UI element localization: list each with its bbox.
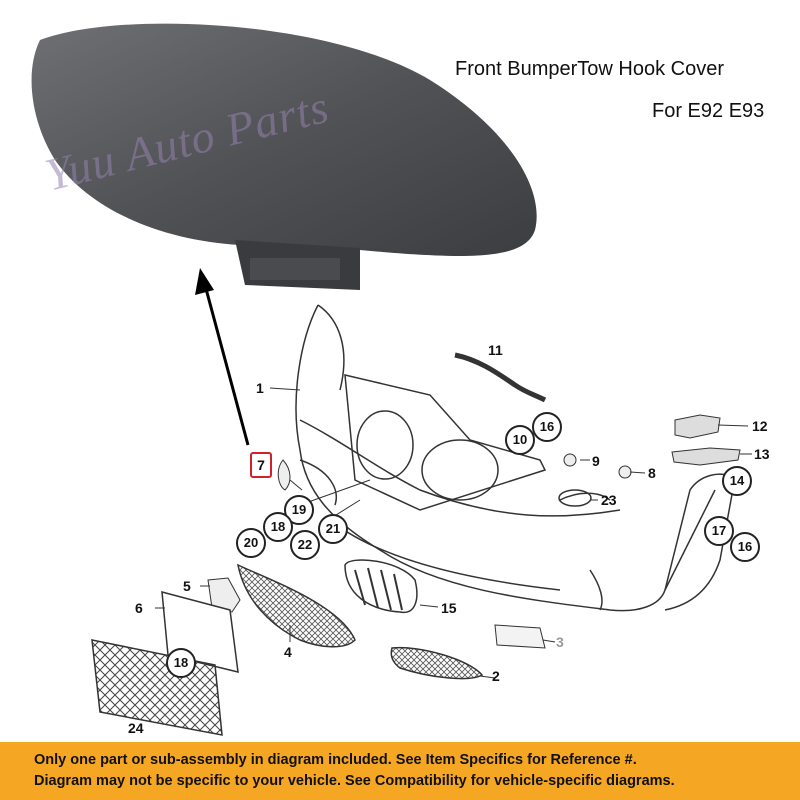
part-5-bracket (207, 577, 241, 613)
callout-21: 21 (318, 514, 348, 544)
part-15-kidney-grille (344, 559, 418, 614)
pointer-arrow (195, 268, 250, 446)
part-2-grille (390, 646, 484, 680)
tow-hook-cover-image (31, 23, 537, 290)
part-11-strip (454, 352, 547, 403)
part-13-bracket (671, 447, 741, 466)
part-7-cover (277, 459, 291, 491)
part-7-leader (289, 479, 303, 491)
front-bumper-drawing (295, 304, 736, 612)
callout-15: 15 (441, 600, 457, 616)
callout-17: 17 (704, 516, 734, 546)
callout-10: 10 (505, 425, 535, 455)
callout-16-top: 16 (532, 412, 562, 442)
callout-6: 6 (135, 600, 143, 616)
callout-24: 24 (128, 720, 144, 736)
callout-23: 23 (601, 492, 617, 508)
callout-18-lower: 18 (166, 648, 196, 678)
product-fitment: For E92 E93 (652, 100, 765, 122)
compatibility-notice: Only one part or sub-assembly in diagram… (0, 742, 800, 800)
callout-22: 22 (290, 530, 320, 560)
callout-11: 11 (488, 342, 503, 358)
part-9-clip (563, 453, 577, 467)
callout-8: 8 (648, 465, 656, 481)
callout-18-upper: 18 (263, 512, 293, 542)
part-3-cover (494, 624, 546, 649)
notice-line-1: Only one part or sub-assembly in diagram… (34, 752, 637, 768)
callout-9: 9 (592, 453, 600, 469)
callout-2: 2 (492, 668, 500, 684)
callout-16-right: 16 (730, 532, 760, 562)
leader-lines (155, 387, 752, 679)
callout-14: 14 (722, 466, 752, 496)
product-title: Front BumperTow Hook Cover (455, 58, 724, 80)
callout-4: 4 (284, 644, 292, 660)
callout-1: 1 (256, 380, 264, 396)
callout-7-highlighted: 7 (250, 452, 272, 478)
part-8-clip (618, 465, 632, 479)
callout-12: 12 (752, 418, 768, 434)
notice-line-2: Diagram may not be specific to your vehi… (34, 773, 675, 789)
callout-5: 5 (183, 578, 191, 594)
callout-13: 13 (754, 446, 770, 462)
callout-3: 3 (556, 634, 564, 650)
part-12-bracket (674, 414, 721, 439)
part-4-grille (236, 563, 356, 648)
callout-20: 20 (236, 528, 266, 558)
